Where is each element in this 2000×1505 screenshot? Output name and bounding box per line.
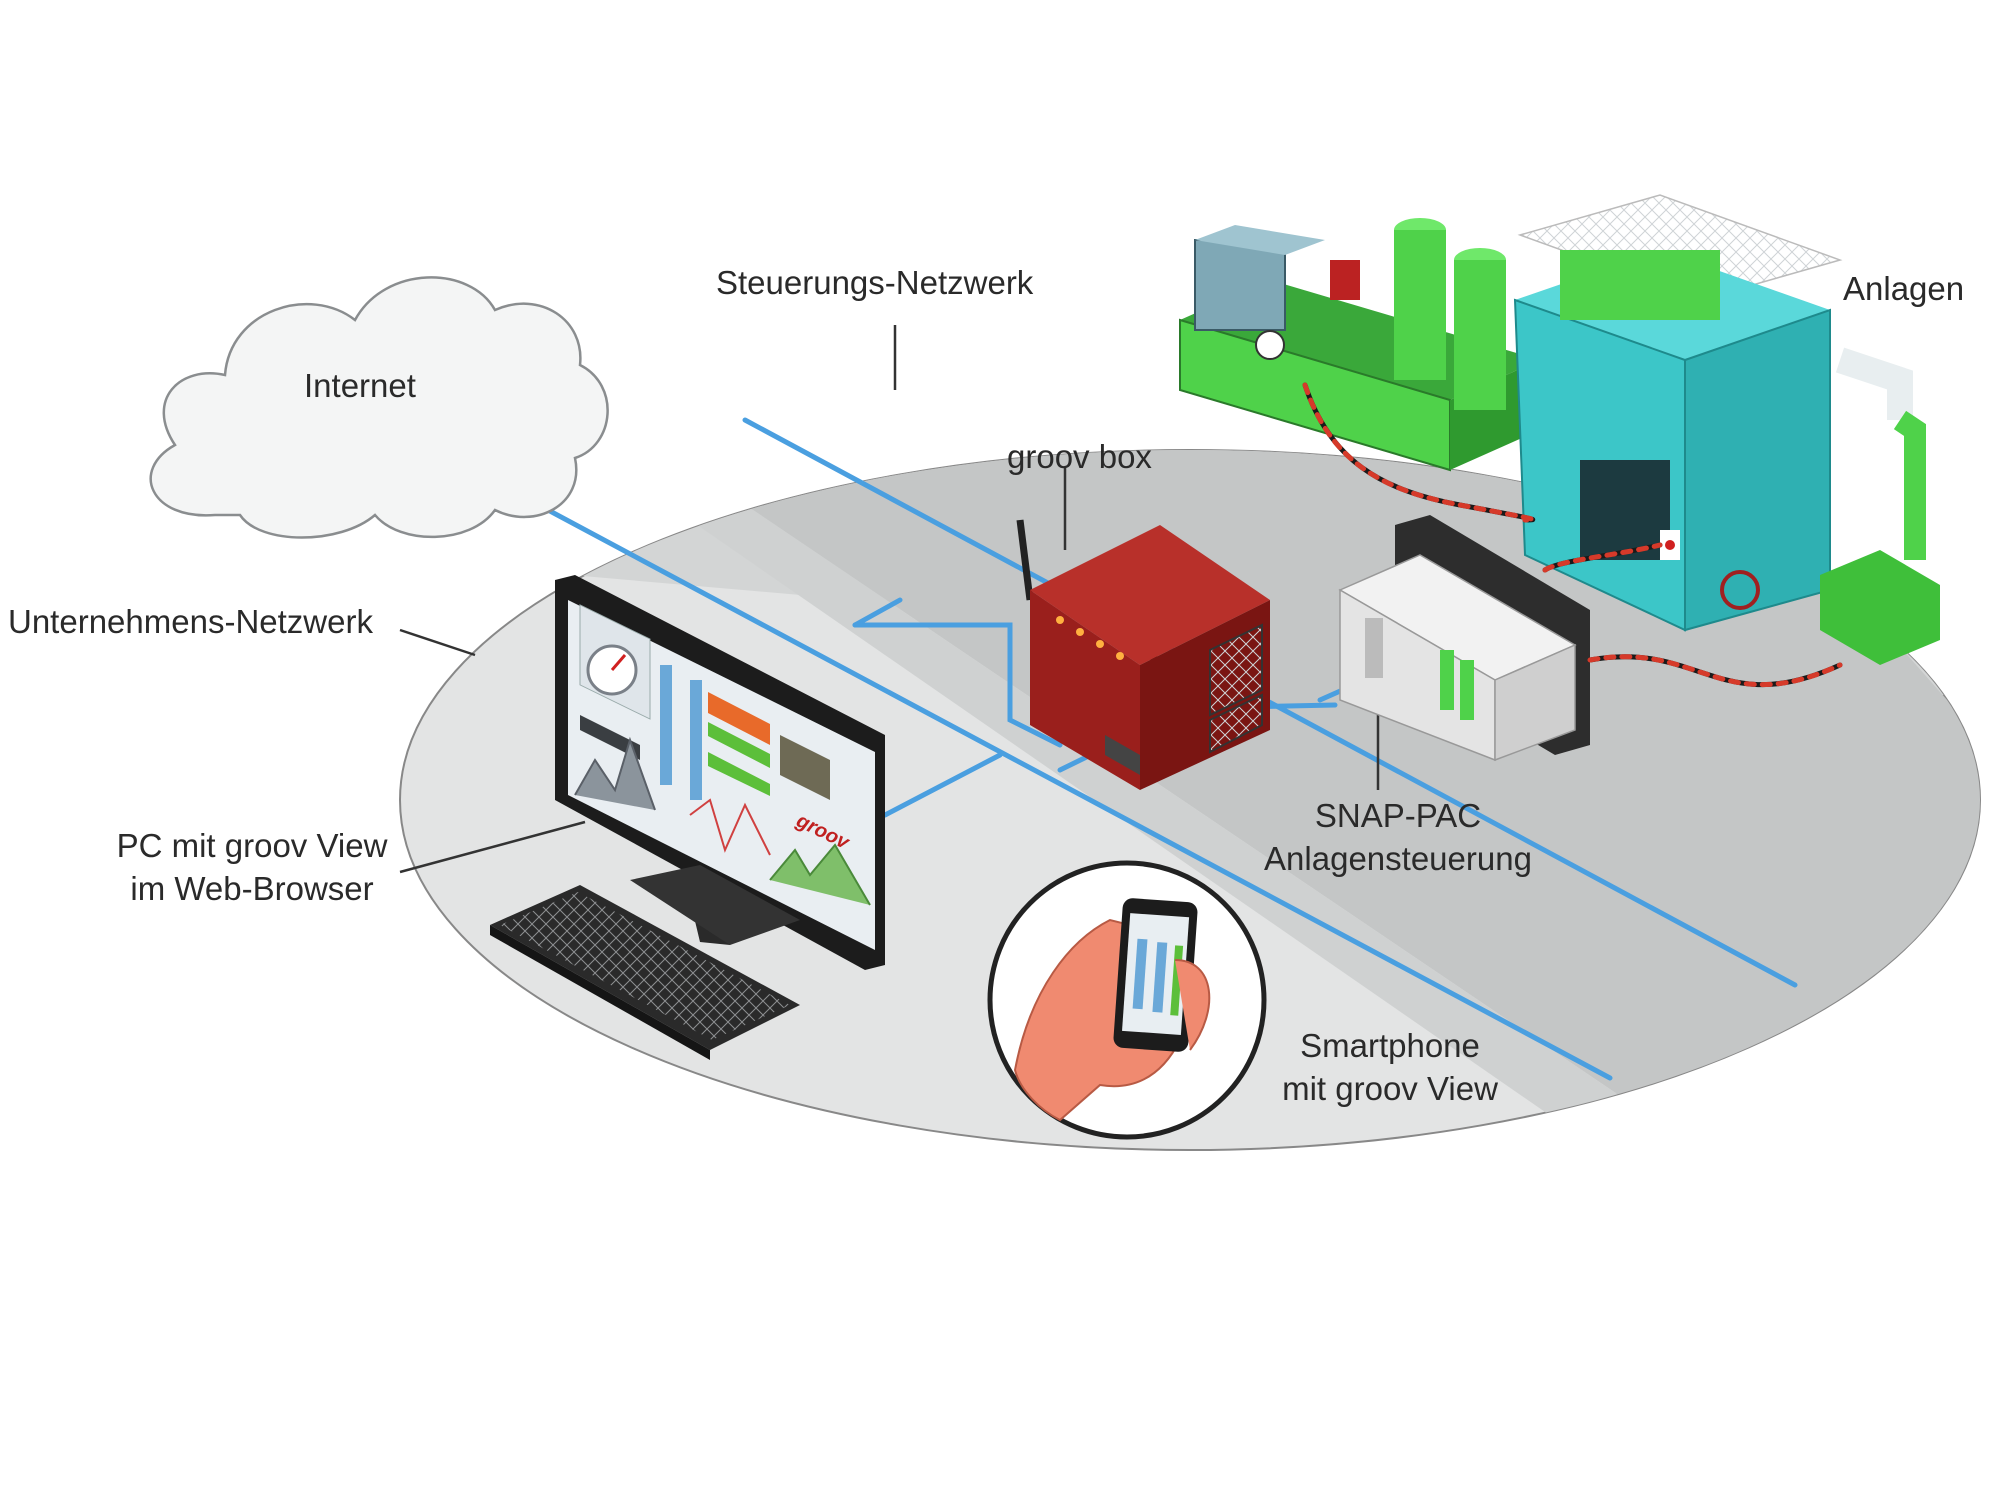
label-snap-pac: SNAP-PAC Anlagensteuerung xyxy=(1238,795,1558,881)
internet-cloud xyxy=(149,276,609,539)
label-internet: Internet xyxy=(304,367,416,404)
label-snap-pac-line2: Anlagensteuerung xyxy=(1264,839,1532,877)
groov-box xyxy=(1016,519,1270,790)
label-anlagen: Anlagen xyxy=(1843,270,1965,307)
label-unternehmens-netzwerk: Unternehmens-Netzwerk xyxy=(8,603,373,640)
teal-machine xyxy=(1513,194,1940,665)
compressor-machine xyxy=(1179,218,1540,472)
smartphone-inset xyxy=(987,860,1267,1140)
snap-pac-controller xyxy=(1338,515,1590,762)
label-snap-pac-line1: SNAP-PAC xyxy=(1314,797,1482,834)
label-smartphone-line2: mit groov View xyxy=(1282,1069,1498,1107)
label-pc-line2: im Web-Browser xyxy=(130,869,374,907)
label-smartphone: Smartphone mit groov View xyxy=(1240,1025,1540,1111)
label-smartphone-line1: Smartphone xyxy=(1300,1027,1480,1064)
internet-line xyxy=(502,484,1613,1081)
label-groov-box: groov box xyxy=(1007,438,1152,475)
cables xyxy=(1302,382,1843,688)
pc-monitor: groov xyxy=(555,575,885,970)
keyboard xyxy=(490,885,800,1060)
label-pc: PC mit groov View im Web-Browser xyxy=(92,825,412,911)
label-pc-line1: PC mit groov View xyxy=(116,827,388,864)
label-steuerungs-netzwerk: Steuerungs-Netzwerk xyxy=(716,264,1034,301)
